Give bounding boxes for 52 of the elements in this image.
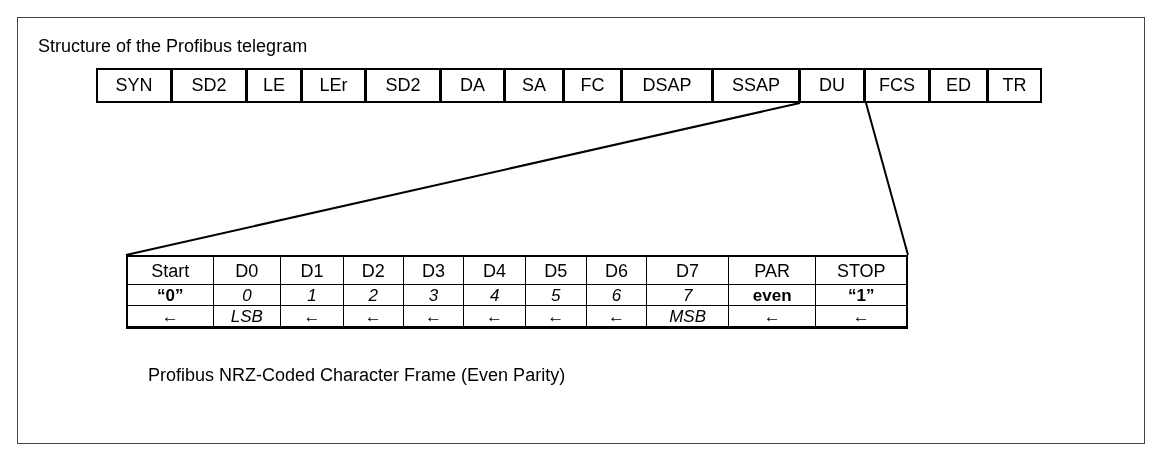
table-cell: 5	[525, 285, 587, 307]
table-cell: D1	[281, 257, 344, 286]
table-cell: D6	[586, 257, 648, 286]
telegram-field: DSAP	[621, 68, 713, 103]
telegram-field: DU	[799, 68, 865, 103]
table-cell: “1”	[816, 285, 906, 307]
table-cell: D2	[343, 257, 404, 286]
table-cell: ←	[464, 306, 526, 327]
table-cell: 3	[403, 285, 465, 307]
table-cell: STOP	[816, 257, 906, 286]
telegram-field: SD2	[365, 68, 441, 103]
zoom-line	[125, 102, 801, 256]
telegram-field: SA	[504, 68, 564, 103]
table-cell: Start	[128, 257, 214, 286]
caption: Profibus NRZ-Coded Character Frame (Even Parity)	[148, 365, 566, 386]
table-cell: 4	[464, 285, 526, 307]
table-cell: ←	[343, 306, 404, 327]
telegram-field: SSAP	[712, 68, 800, 103]
table-cell: even	[728, 285, 817, 307]
table-cell: ←	[525, 306, 587, 327]
table-cell: PAR	[728, 257, 817, 286]
table-cell: D3	[403, 257, 465, 286]
telegram-field: SYN	[96, 68, 172, 103]
table-cell: 1	[281, 285, 344, 307]
table-cell: MSB	[647, 306, 729, 327]
table-cell: ←	[816, 306, 906, 327]
table-cell: D7	[647, 257, 729, 286]
table-cell: “0”	[128, 285, 214, 307]
telegram-field: SD2	[171, 68, 247, 103]
telegram-field: FC	[563, 68, 622, 103]
table-cell: LSB	[213, 306, 282, 327]
table-cell: ←	[403, 306, 465, 327]
table-cell: ←	[128, 306, 214, 327]
diagram-title: Structure of the Profibus telegram	[38, 36, 308, 57]
table-cell: D5	[525, 257, 587, 286]
table-cell: 6	[586, 285, 648, 307]
telegram-field: FCS	[864, 68, 930, 103]
table-cell: 7	[647, 285, 729, 307]
table-cell: 2	[343, 285, 404, 307]
telegram-field: LEr	[301, 68, 366, 103]
table-cell: 0	[213, 285, 282, 307]
telegram-field: TR	[987, 68, 1042, 103]
character-frame-table	[126, 255, 908, 329]
table-cell: ←	[586, 306, 648, 327]
table-cell: D0	[213, 257, 282, 286]
telegram-field: ED	[929, 68, 988, 103]
table-cell: ←	[728, 306, 817, 327]
zoom-line	[865, 102, 909, 256]
telegram-field: DA	[440, 68, 505, 103]
table-cell: ←	[281, 306, 344, 327]
telegram-field: LE	[246, 68, 302, 103]
table-cell: D4	[464, 257, 526, 286]
